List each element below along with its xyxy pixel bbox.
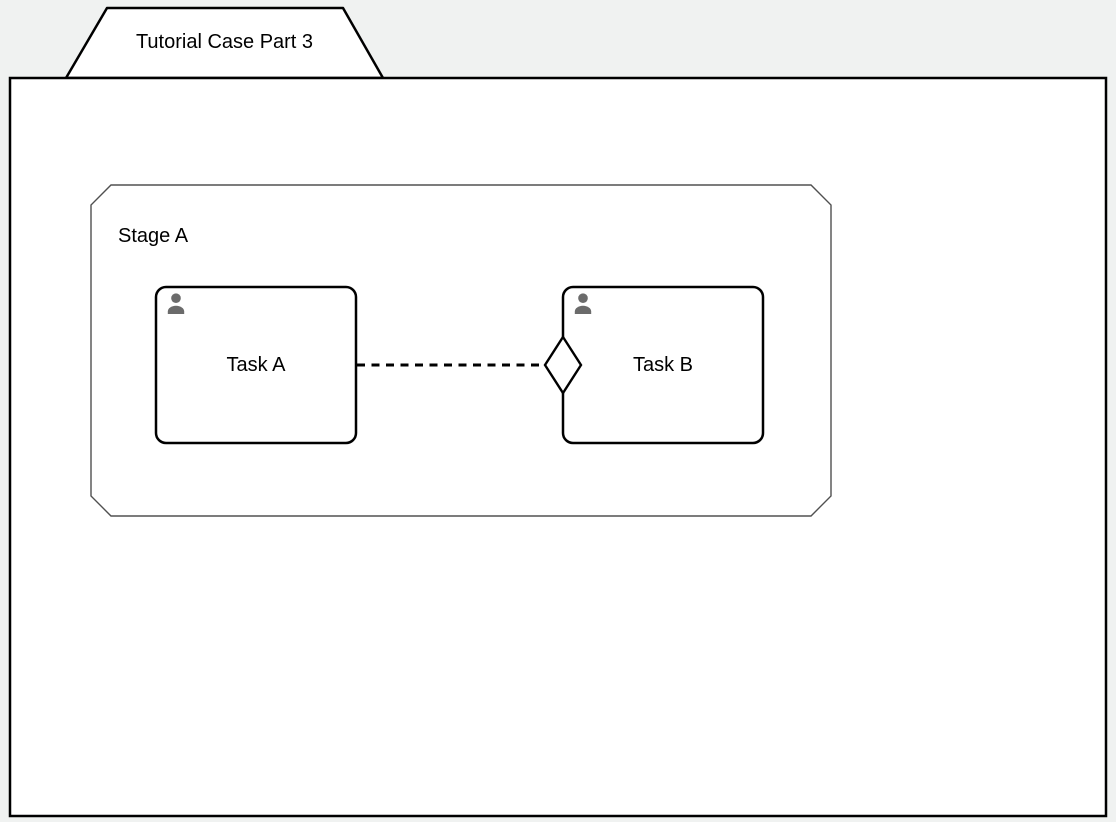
task-a-shape[interactable] [154, 285, 358, 445]
person-icon [167, 293, 185, 314]
entry-criterion-diamond[interactable] [543, 334, 583, 396]
case-plan-tab[interactable] [64, 6, 385, 80]
person-icon [574, 293, 592, 314]
task-b-shape[interactable] [561, 285, 765, 445]
